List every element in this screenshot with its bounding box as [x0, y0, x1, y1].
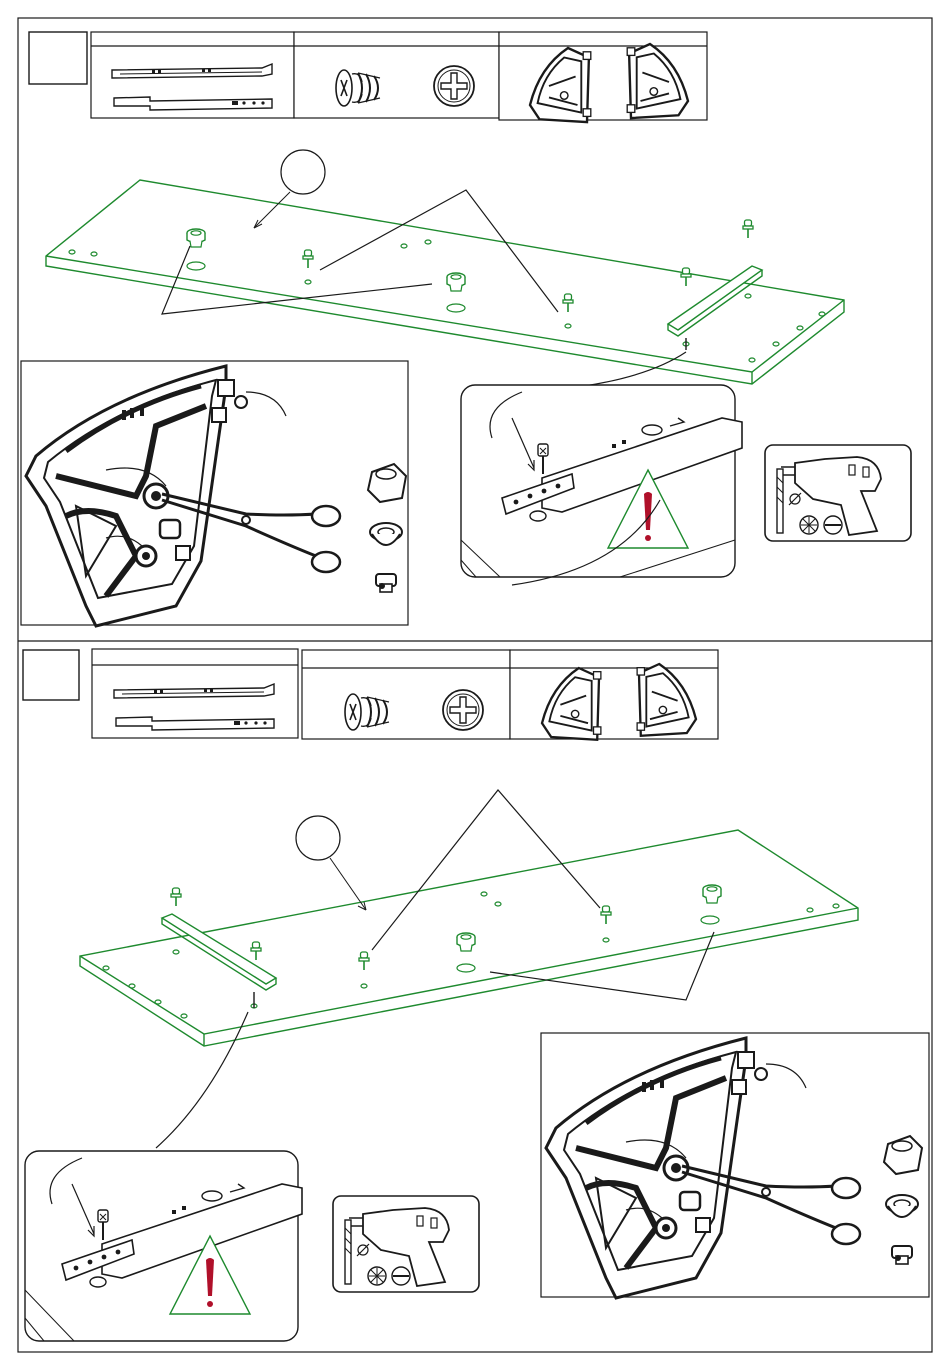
bracket-with-pliers-detail	[541, 1033, 929, 1298]
step-1	[21, 32, 911, 626]
part-label-circle	[281, 150, 325, 194]
panel-board	[46, 180, 844, 384]
dowel-icon	[743, 220, 753, 238]
bracket-with-pliers-detail	[21, 361, 408, 626]
slide-screw-detail-with-warning	[461, 385, 742, 585]
parts-table	[92, 649, 718, 740]
drill-tool-box	[765, 445, 911, 541]
step-number-box	[23, 650, 79, 700]
parts-table	[91, 32, 707, 122]
slide-screw-detail-with-warning	[25, 1151, 302, 1341]
step-number-box	[29, 32, 87, 84]
drill-tool-box	[333, 1196, 479, 1292]
step-2	[23, 649, 929, 1341]
dowel-icon	[171, 888, 181, 906]
panel-board	[80, 830, 858, 1046]
part-label-circle	[296, 816, 340, 860]
